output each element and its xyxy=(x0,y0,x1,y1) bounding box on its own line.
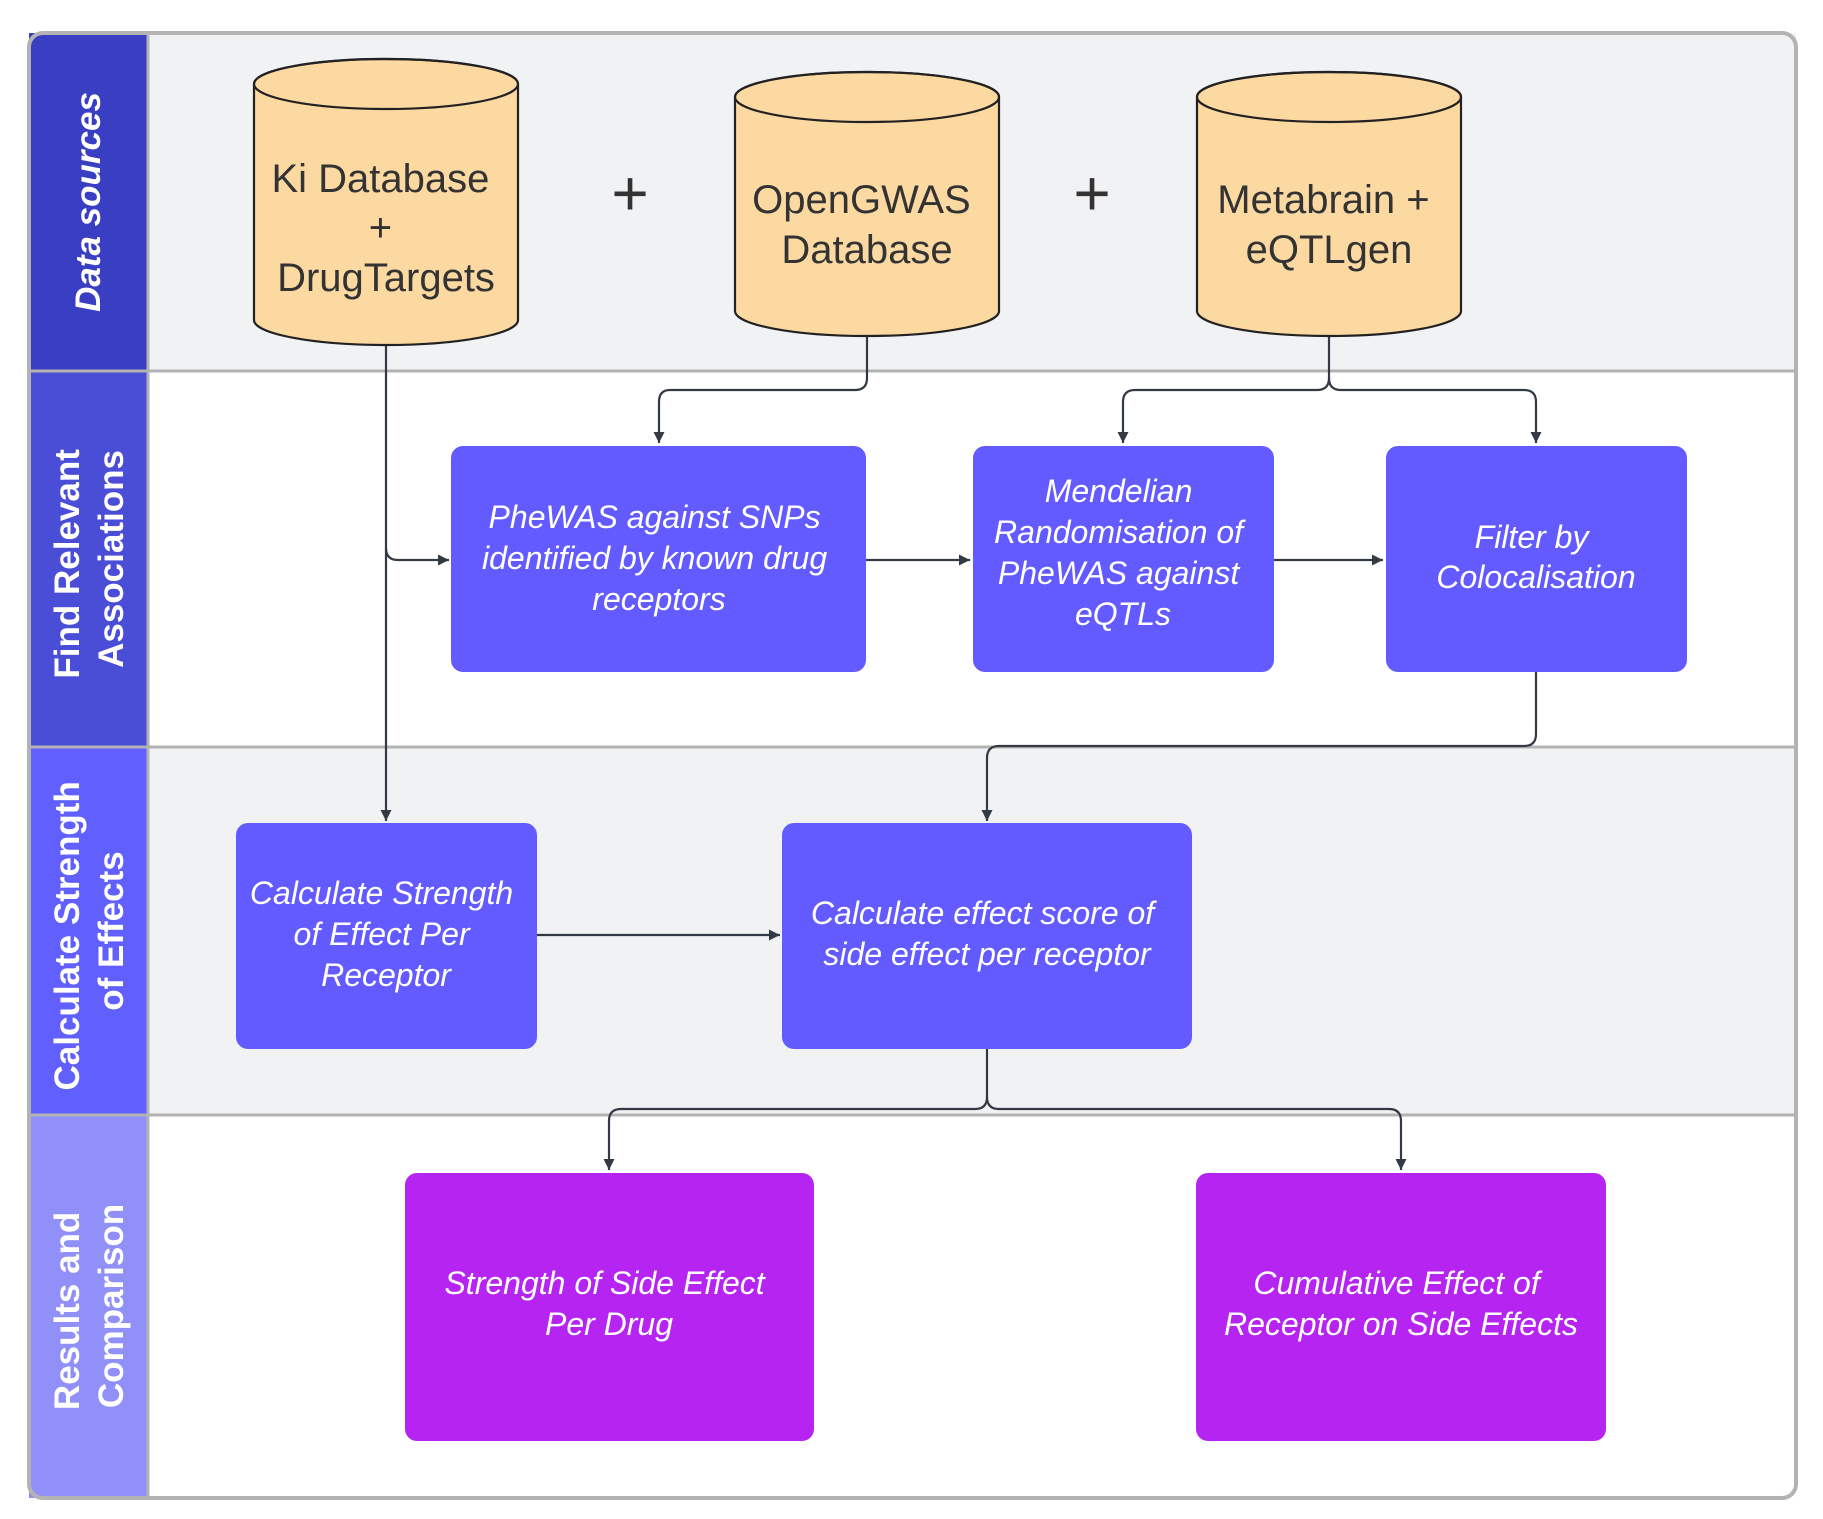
svg-text:Filter by Colocalisation: Filter by Colocalisation xyxy=(1436,519,1635,595)
svg-text:Calculate effect score of: Calculate effect score of side effect pe… xyxy=(811,895,1163,972)
database-opengwas: OpenGWAS Database xyxy=(733,70,1001,338)
svg-text:Ki Database + Drug: Ki Database + DrugTargets xyxy=(271,157,500,300)
process-label-line: side effect per receptor xyxy=(823,936,1152,972)
diagram-frame xyxy=(27,31,1798,1500)
process-box xyxy=(451,446,866,672)
process-label-line: Mendelian xyxy=(1045,473,1193,509)
svg-text:Metabrain + eQTLgen: Metabrain + eQTLgen xyxy=(1217,178,1440,272)
edge-effect-score-to-strength-per-drug xyxy=(603,1049,989,1170)
database-ki-drugtargets: Ki Database + DrugTargets xyxy=(252,57,520,347)
lane-title-find-relevant-associations: Find Relevant Associations xyxy=(48,439,131,679)
plus-sign: + xyxy=(1073,157,1110,229)
result-box xyxy=(1196,1173,1606,1441)
lane-title-line: of Effects xyxy=(92,851,131,1010)
result-label-line: Strength of Side Effect xyxy=(444,1265,765,1301)
svg-text:OpenGWAS Database: OpenGWAS Database xyxy=(752,178,982,272)
result-label-line: Receptor on Side Effects xyxy=(1224,1306,1578,1342)
edge-metabrain-to-colocalisation xyxy=(1327,377,1542,443)
svg-text:Cumulative Effect of Rec: Cumulative Effect of Receptor on Side Ef… xyxy=(1224,1265,1578,1342)
process-node-colocalisation-filter: Filter by Colocalisation xyxy=(1386,446,1687,672)
svg-text:Calculate Strength of Ef: Calculate Strength of Effect Per Recepto… xyxy=(250,875,522,993)
process-node-mendelian-randomisation: Mendelian Randomisation of PheWAS agains… xyxy=(973,446,1274,672)
process-label-line: identified by known drug xyxy=(482,540,827,576)
database-label-line: OpenGWAS xyxy=(752,178,971,222)
edges xyxy=(380,336,1542,1170)
svg-text:Data sources: Data sources xyxy=(69,92,108,312)
lane-header-results-and-comparison xyxy=(29,1115,148,1498)
process-label-line: PheWAS against xyxy=(998,555,1240,591)
edge-metabrain-to-mendelian-randomisation xyxy=(1117,336,1331,443)
lane-title-data-sources: Data sources xyxy=(69,92,108,312)
process-node-strength-per-receptor: Calculate Strength of Effect Per Recepto… xyxy=(236,823,537,1049)
lane-headers xyxy=(29,33,148,1498)
lane-title-line: Data sources xyxy=(69,92,108,312)
process-box xyxy=(973,446,1274,672)
database-cylinder-top xyxy=(252,57,520,111)
edge-opengwas-to-phewas xyxy=(653,336,869,443)
process-box xyxy=(782,823,1192,1049)
process-label-line: PheWAS against SNPs xyxy=(489,499,821,535)
lane-separators xyxy=(29,33,1796,1498)
result-label-line: Per Drug xyxy=(545,1306,673,1342)
lane-title-results-and-comparison: Results and Comparison xyxy=(48,1202,131,1410)
database-label-line: DrugTargets xyxy=(277,256,495,300)
plus-sign: + xyxy=(611,157,648,229)
svg-text:Strength of Side Effect: Strength of Side Effect Per Drug xyxy=(444,1265,773,1342)
edge-ki-to-phewas xyxy=(384,547,449,566)
process-label-line: Filter by xyxy=(1475,519,1591,555)
lane-title-line: Comparison xyxy=(92,1204,131,1408)
lane-title-line: Associations xyxy=(92,450,131,668)
svg-text:Calculate Strength of Ef: Calculate Strength of Effects xyxy=(48,772,131,1091)
process-node-phewas: PheWAS against SNPs identified by known … xyxy=(451,446,866,672)
process-box xyxy=(1386,446,1687,672)
process-label-line: eQTLs xyxy=(1075,596,1171,632)
svg-text:Find Relevant Associatio: Find Relevant Associations xyxy=(48,439,131,678)
result-node-cumulative-effect: Cumulative Effect of Receptor on Side Ef… xyxy=(1196,1173,1606,1441)
lane-title-line: Results and xyxy=(48,1212,87,1410)
result-label-line: Cumulative Effect of xyxy=(1253,1265,1542,1301)
database-label-line: Metabrain + xyxy=(1217,178,1429,222)
process-label-line: Colocalisation xyxy=(1436,559,1635,595)
database-cylinder-top xyxy=(1195,70,1463,124)
svg-text:PheWAS against SNPs iden: PheWAS against SNPs identified by known … xyxy=(482,499,836,617)
database-label-line: Database xyxy=(781,228,952,272)
process-label-line: of Effect Per xyxy=(294,916,471,952)
lane-title-line: Calculate Strength xyxy=(48,781,87,1090)
database-label-line: Ki Database xyxy=(271,157,489,201)
database-label-line: + xyxy=(369,206,392,250)
edge-effect-score-to-cumulative-effect xyxy=(985,1096,1407,1170)
svg-text:Mendelian Randomisation: Mendelian Randomisation of PheWAS agains… xyxy=(994,473,1252,632)
lane-header-calculate-strength-of-effects xyxy=(29,747,148,1115)
database-label-line: eQTLgen xyxy=(1246,228,1413,272)
lane-header-data-sources xyxy=(29,33,148,371)
lane-title-calculate-strength-of-effects: Calculate Strength of Effects xyxy=(48,772,131,1091)
database-metabrain-eqtlgen: Metabrain + eQTLgen xyxy=(1195,70,1463,338)
result-box xyxy=(405,1173,814,1441)
lane-title-line: Find Relevant xyxy=(48,449,87,679)
process-label-line: Receptor xyxy=(321,957,452,993)
database-cylinder-top xyxy=(733,70,1001,124)
process-box xyxy=(236,823,537,1049)
process-label-line: Randomisation of xyxy=(994,514,1246,550)
process-label-line: receptors xyxy=(592,581,725,617)
process-label-line: Calculate Strength xyxy=(250,875,513,911)
lane-header-find-relevant-associations xyxy=(29,371,148,747)
process-node-effect-score: Calculate effect score of side effect pe… xyxy=(782,823,1192,1049)
result-node-strength-per-drug: Strength of Side Effect Per Drug xyxy=(405,1173,814,1441)
svg-text:Results and Comparison: Results and Comparison xyxy=(48,1202,131,1410)
edge-colocalisation-to-effect-score xyxy=(981,672,1538,821)
process-label-line: Calculate effect score of xyxy=(811,895,1157,931)
